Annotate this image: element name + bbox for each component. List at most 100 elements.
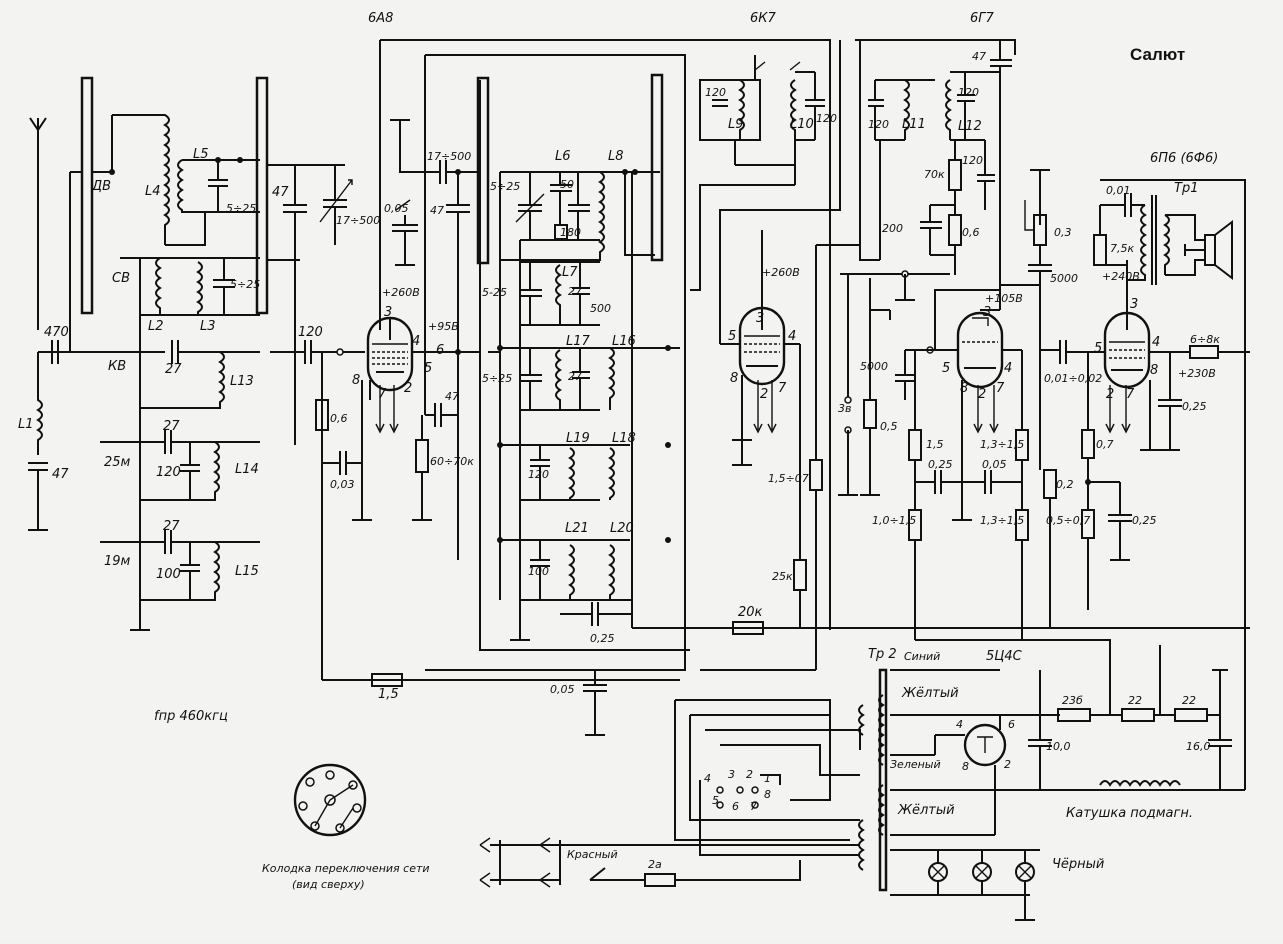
- detector-coils: [838, 39, 1016, 496]
- svg-text:3: 3: [1130, 297, 1138, 312]
- svg-text:Тр1: Тр1: [1174, 181, 1198, 196]
- svg-text:7: 7: [750, 800, 757, 813]
- detector-rc: [908, 350, 1111, 660]
- svg-text:2: 2: [1004, 758, 1011, 771]
- svg-text:(вид сверху): (вид сверху): [292, 878, 365, 891]
- svg-text:200: 200: [882, 222, 903, 235]
- band-labels: ДВ СВ КВ 25м 19м: [91, 179, 131, 569]
- voltage-6p6-cathode: +230В: [1178, 367, 1216, 380]
- voltage-6p6-anode: +240В: [1102, 270, 1140, 283]
- svg-text:5: 5: [728, 329, 736, 344]
- svg-text:8: 8: [1150, 363, 1158, 378]
- svg-text:120: 120: [868, 118, 889, 131]
- svg-text:60÷70к: 60÷70к: [430, 455, 474, 468]
- tube-label-6a8: 6А8: [368, 11, 393, 26]
- svg-text:L15: L15: [235, 564, 259, 579]
- svg-text:6: 6: [436, 343, 444, 358]
- svg-text:0,05: 0,05: [550, 683, 575, 696]
- svg-text:0,01÷0,02: 0,01÷0,02: [1044, 372, 1102, 385]
- svg-text:470: 470: [44, 325, 69, 340]
- svg-text:27: 27: [163, 419, 180, 434]
- svg-text:25к: 25к: [772, 570, 793, 583]
- svg-text:L10: L10: [790, 117, 814, 132]
- svg-text:27: 27: [163, 519, 180, 534]
- svg-text:L18: L18: [612, 431, 636, 446]
- svg-text:7: 7: [996, 381, 1005, 396]
- svg-text:100: 100: [528, 565, 549, 578]
- svg-text:2: 2: [760, 387, 768, 402]
- svg-text:7,5к: 7,5к: [1110, 242, 1134, 255]
- tube-label-6g7: 6Г7: [970, 11, 995, 26]
- band-switch-bar-2: [255, 76, 269, 315]
- svg-text:20к: 20к: [738, 605, 763, 620]
- svg-text:L9: L9: [728, 117, 744, 132]
- svg-text:1,5: 1,5: [378, 687, 399, 702]
- power-supply: [858, 645, 1245, 921]
- tube-6g7: 3 5 4 8 2 7: [895, 289, 1022, 520]
- svg-text:5000: 5000: [1050, 272, 1078, 285]
- svg-text:27: 27: [568, 370, 582, 383]
- svg-text:180: 180: [560, 226, 581, 239]
- sw-coils: [100, 340, 260, 631]
- svg-text:fпр 460кгц: fпр 460кгц: [154, 709, 228, 724]
- voltage-6g7-anode: +105В: [985, 292, 1023, 305]
- svg-text:Катушка подмагн.: Катушка подмагн.: [1066, 806, 1193, 821]
- svg-text:L3: L3: [200, 319, 216, 334]
- svg-text:1,3÷1,5: 1,3÷1,5: [980, 438, 1024, 451]
- svg-text:0,25: 0,25: [1182, 400, 1207, 413]
- svg-text:47: 47: [972, 50, 986, 63]
- svg-text:L12: L12: [958, 119, 982, 134]
- svg-text:5: 5: [942, 361, 950, 376]
- svg-text:120: 120: [705, 86, 726, 99]
- mixer-wiring: [379, 39, 831, 671]
- svg-text:6: 6: [1008, 718, 1015, 731]
- svg-text:0,25: 0,25: [590, 632, 615, 645]
- voltage-6k7-anode: +260В: [762, 266, 800, 279]
- svg-text:Чёрный: Чёрный: [1052, 857, 1104, 872]
- mains-switch: [293, 699, 861, 888]
- svg-text:120: 120: [528, 468, 549, 481]
- svg-text:1,3÷1,5: 1,3÷1,5: [980, 514, 1024, 527]
- svg-text:7: 7: [378, 387, 387, 402]
- svg-text:0,01: 0,01: [1106, 184, 1131, 197]
- tube-label-6p6: 6П6 (6Ф6): [1150, 151, 1218, 166]
- svg-text:2: 2: [746, 768, 753, 781]
- svg-text:3: 3: [756, 311, 764, 326]
- svg-text:2: 2: [1106, 387, 1114, 402]
- heterodyne: [479, 80, 1250, 651]
- svg-text:50: 50: [560, 178, 574, 191]
- rectifier-tube-icon: [963, 723, 1007, 767]
- svg-text:L1: L1: [18, 417, 34, 432]
- svg-text:L4: L4: [145, 184, 161, 199]
- svg-text:3: 3: [728, 768, 735, 781]
- svg-text:3: 3: [384, 305, 392, 320]
- tube-6k7: 3 5 4 8 7 2: [719, 40, 841, 466]
- svg-text:L16: L16: [612, 334, 636, 349]
- svg-text:22: 22: [1182, 694, 1196, 707]
- svg-text:L21: L21: [565, 521, 589, 536]
- svg-text:0,25: 0,25: [928, 458, 953, 471]
- band-switch-bar-4: [650, 73, 664, 262]
- svg-text:5: 5: [712, 794, 719, 807]
- svg-text:СВ: СВ: [112, 271, 130, 286]
- tube-6p6: 3 5 4 8 2 7: [1094, 260, 1250, 451]
- svg-text:4: 4: [1004, 361, 1012, 376]
- svg-text:3в: 3в: [838, 402, 851, 415]
- svg-text:5-25: 5-25: [482, 286, 507, 299]
- component-labels: 470 47 120 27 27 120 27 100 47 5÷25 5÷25…: [44, 50, 1220, 753]
- svg-text:8: 8: [352, 373, 360, 388]
- pilot-lamp-icon: [928, 862, 1035, 882]
- svg-text:100: 100: [156, 567, 181, 582]
- svg-text:2: 2: [404, 381, 412, 396]
- svg-text:L20: L20: [610, 521, 634, 536]
- svg-text:5000: 5000: [860, 360, 888, 373]
- svg-text:5÷25: 5÷25: [482, 372, 512, 385]
- svg-text:22: 22: [1128, 694, 1142, 707]
- rf-tuning: [267, 164, 372, 680]
- svg-text:47: 47: [52, 467, 69, 482]
- svg-text:0,25: 0,25: [1132, 514, 1157, 527]
- band-switch-bar-1: [80, 76, 94, 315]
- svg-text:0,2: 0,2: [1056, 478, 1074, 491]
- svg-text:47: 47: [272, 185, 289, 200]
- svg-text:Колодка переключения сети: Колодка переключения сети: [262, 862, 430, 875]
